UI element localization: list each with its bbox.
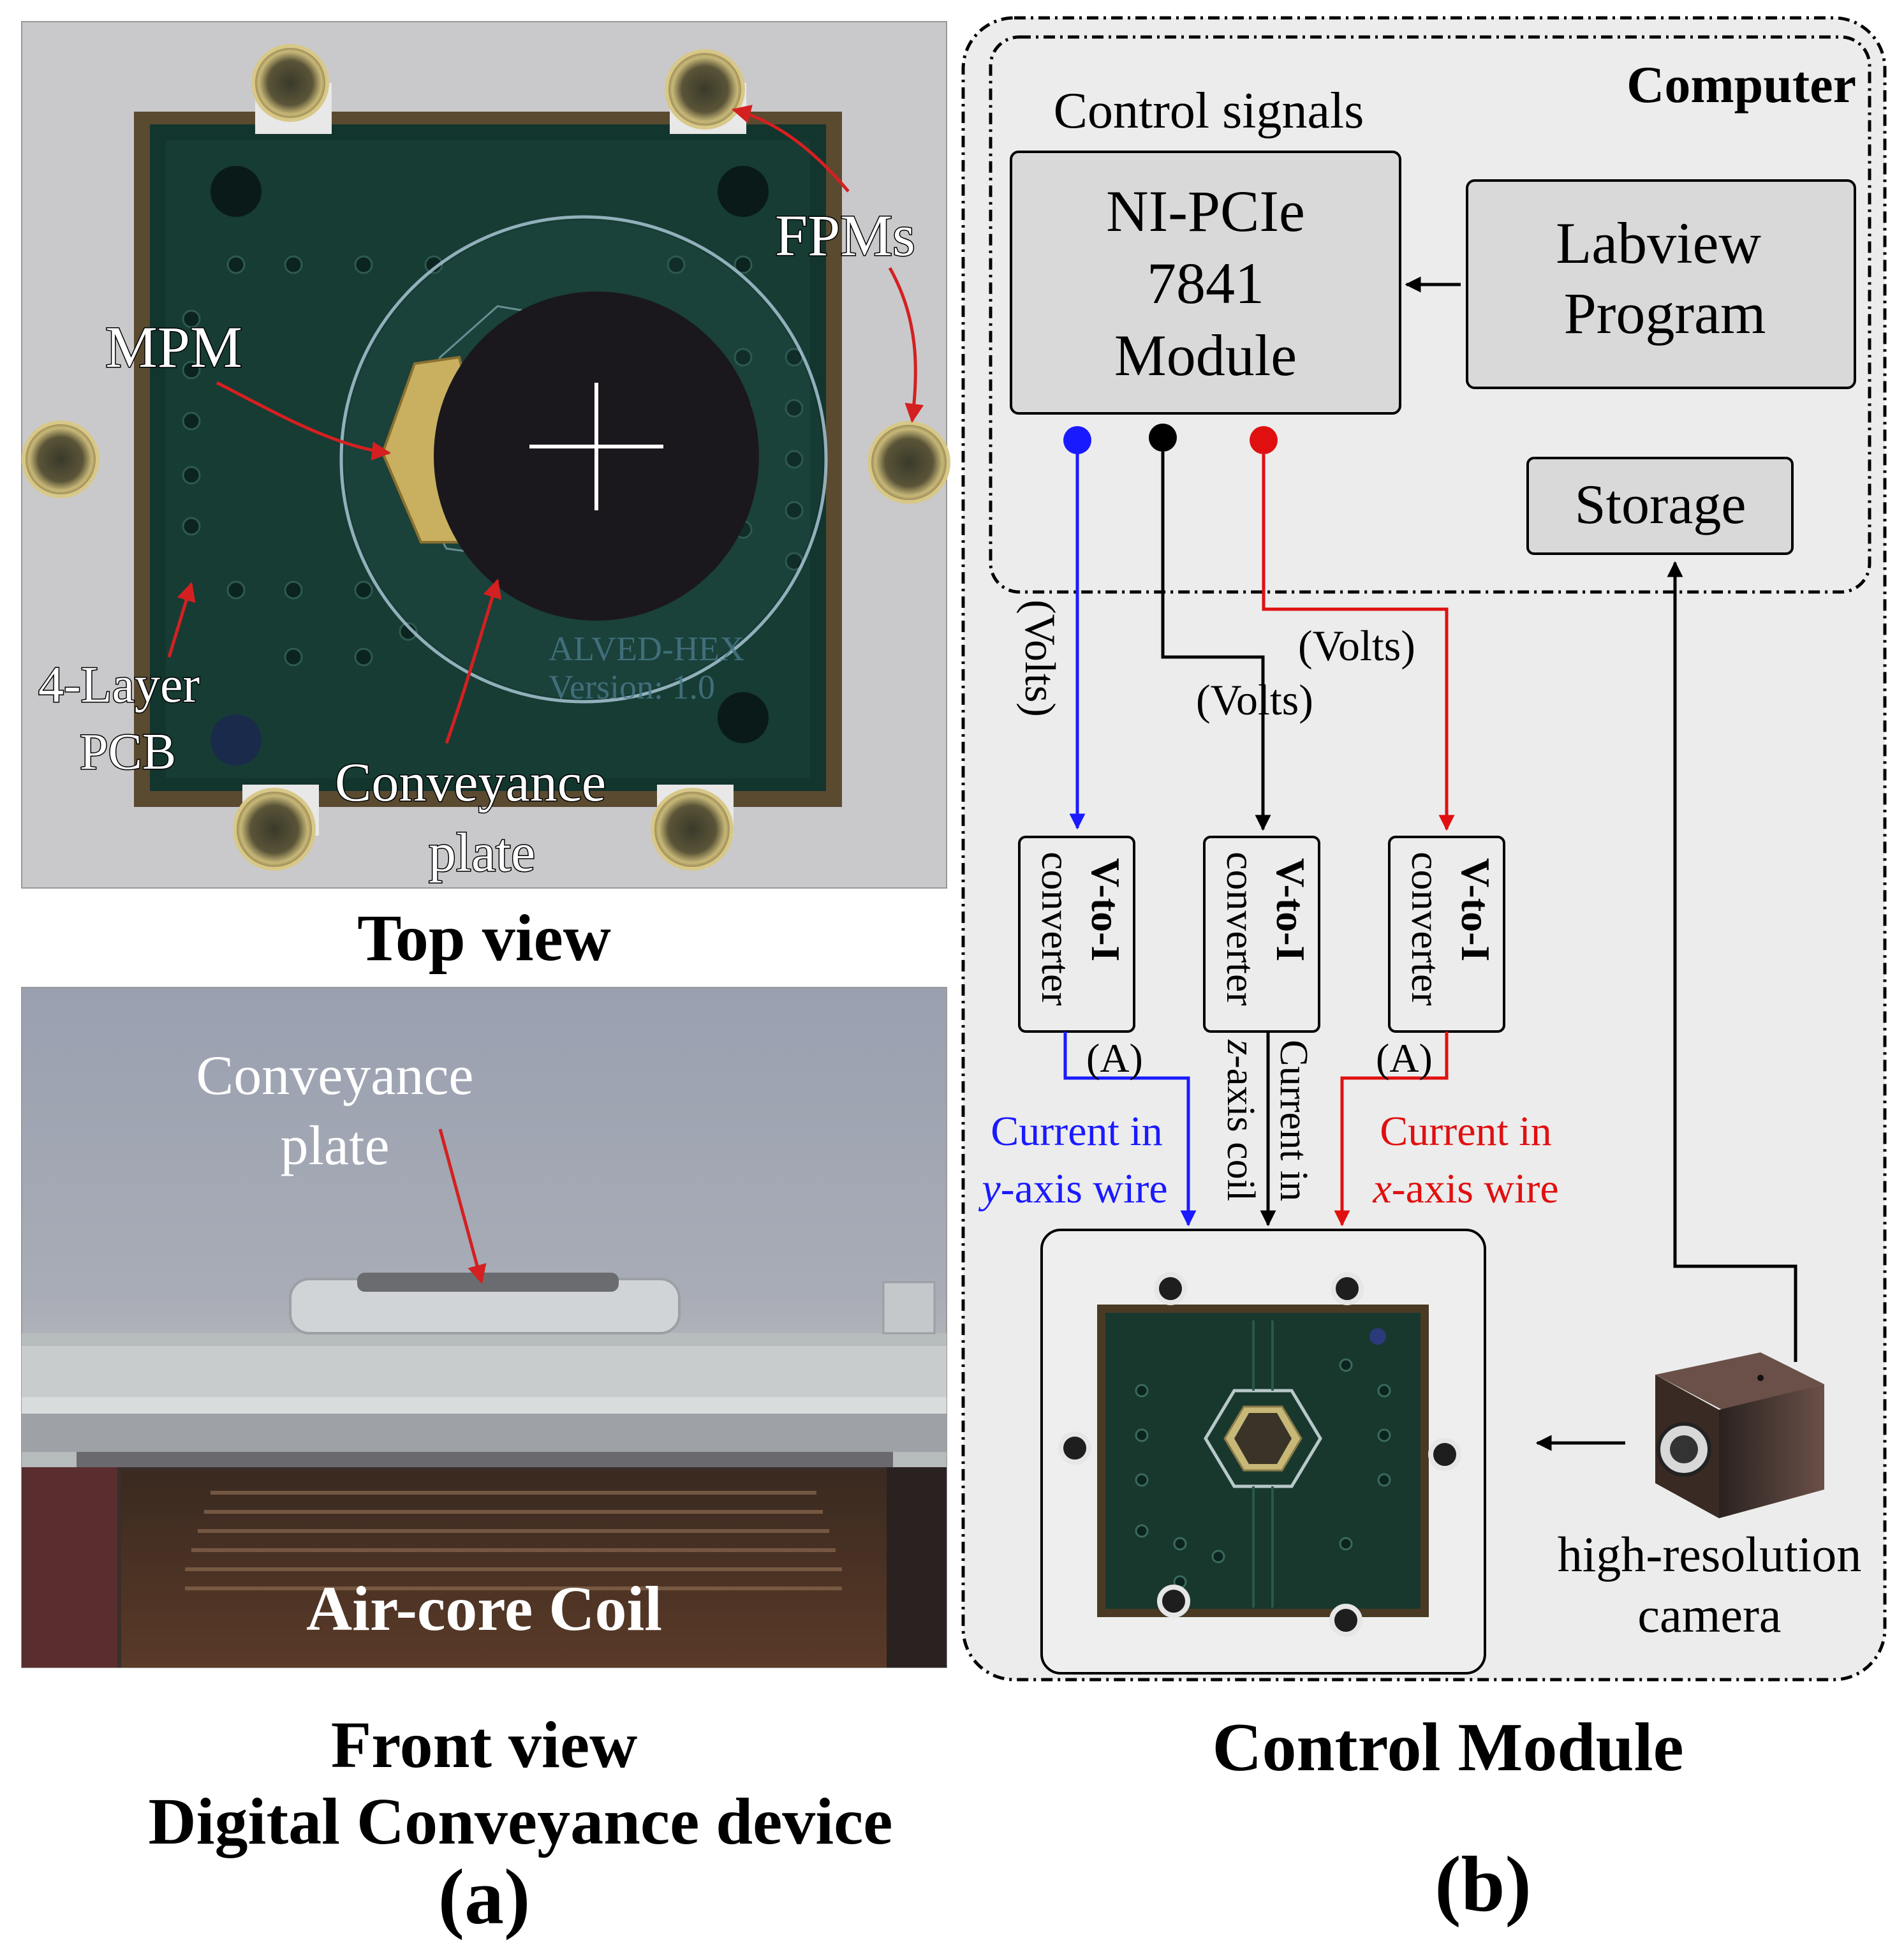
device-photo	[1040, 1229, 1486, 1675]
top-view-photo: ALVED-HEX Version: 1.0 FPMs MPM 4-Layer	[21, 21, 950, 889]
control-module-caption: Control Module	[1212, 1710, 1683, 1786]
volts-label-black: (Volts)	[1196, 676, 1313, 724]
control-module-diagram: Computer Control signals NI-PCIe 7841 Mo…	[961, 16, 1887, 1682]
pcb-label-line1: 4-Layer	[38, 657, 200, 713]
air-core-coil-label: Air-core Coil	[306, 1573, 662, 1644]
pcb-label-line2: PCB	[80, 724, 176, 780]
converter-z-line1: V-to-I	[1268, 858, 1313, 961]
current-z-suffix: -axis coil	[1219, 1055, 1262, 1201]
converter-y-line2: converter	[1033, 852, 1079, 1006]
camera-label-line1: high-resolution	[1558, 1527, 1862, 1582]
ni-module-box	[1010, 151, 1401, 415]
current-z-line2: z-axis coil	[1219, 1039, 1262, 1201]
converter-y: V-to-I converter	[1018, 836, 1135, 1033]
front-view-caption-line2: Digital Conveyance device	[149, 1785, 893, 1858]
front-view-caption-line1: Front view	[331, 1708, 637, 1782]
camera-icon	[1655, 1352, 1824, 1518]
current-z-axis-letter: z	[1219, 1039, 1262, 1055]
computer-label: Computer	[1627, 55, 1856, 114]
current-x-line2: x-axis wire	[1372, 1165, 1558, 1212]
panel-b-letter: (b)	[1435, 1840, 1531, 1928]
amps-label-x: (A)	[1376, 1035, 1433, 1081]
current-y-suffix: -axis wire	[1001, 1165, 1168, 1212]
front-conveyance-label-line1: Conveyance	[196, 1045, 474, 1107]
current-y-line1: Current in	[991, 1108, 1162, 1155]
converter-x-line2: converter	[1403, 852, 1449, 1006]
control-signals-label: Control signals	[1054, 83, 1364, 139]
fpms-label: FPMs	[775, 203, 915, 268]
current-y-line2: y-axis wire	[978, 1165, 1167, 1212]
volts-label-blue: (Volts)	[1016, 600, 1065, 717]
converter-z-line2: converter	[1218, 852, 1264, 1006]
mpm-label: MPM	[105, 314, 242, 380]
panel-a-letter: (a)	[438, 1853, 531, 1941]
storage-box	[1526, 457, 1794, 555]
conveyance-label-line2: plate	[429, 822, 535, 883]
pcb-silkscreen-line2: Version: 1.0	[549, 668, 715, 706]
storage-label: Storage	[1575, 474, 1746, 536]
labview-box	[1466, 179, 1856, 389]
top-view-caption: Top view	[357, 901, 611, 975]
current-y-axis-letter: y	[978, 1165, 1001, 1212]
ni-module-line3: Module	[1114, 323, 1297, 388]
current-x-suffix: -axis wire	[1392, 1165, 1559, 1212]
fpm-magnets	[22, 44, 950, 871]
labview-line1: Labview	[1556, 211, 1761, 276]
labview-line2: Program	[1564, 281, 1766, 346]
front-conveyance-label-line2: plate	[280, 1115, 389, 1177]
ni-module-line2: 7841	[1147, 251, 1264, 316]
converter-x: V-to-I converter	[1388, 836, 1505, 1033]
converter-z: V-to-I converter	[1203, 836, 1320, 1033]
front-view-photo: Conveyance plate Air-core Coil	[21, 987, 947, 1668]
converter-x-line1: V-to-I	[1453, 858, 1498, 961]
pcb-silkscreen-line1: ALVED-HEX	[549, 630, 744, 668]
current-x-axis-letter: x	[1372, 1165, 1391, 1212]
ni-module-line1: NI-PCIe	[1106, 179, 1305, 244]
volts-label-red: (Volts)	[1298, 621, 1415, 670]
amps-label-y: (A)	[1086, 1035, 1143, 1081]
converter-y-line1: V-to-I	[1083, 858, 1128, 961]
current-z-line1: Current in	[1272, 1040, 1315, 1201]
conveyance-label-line1: Conveyance	[335, 751, 606, 813]
camera-label-line2: camera	[1637, 1587, 1781, 1643]
current-x-line1: Current in	[1380, 1108, 1551, 1155]
